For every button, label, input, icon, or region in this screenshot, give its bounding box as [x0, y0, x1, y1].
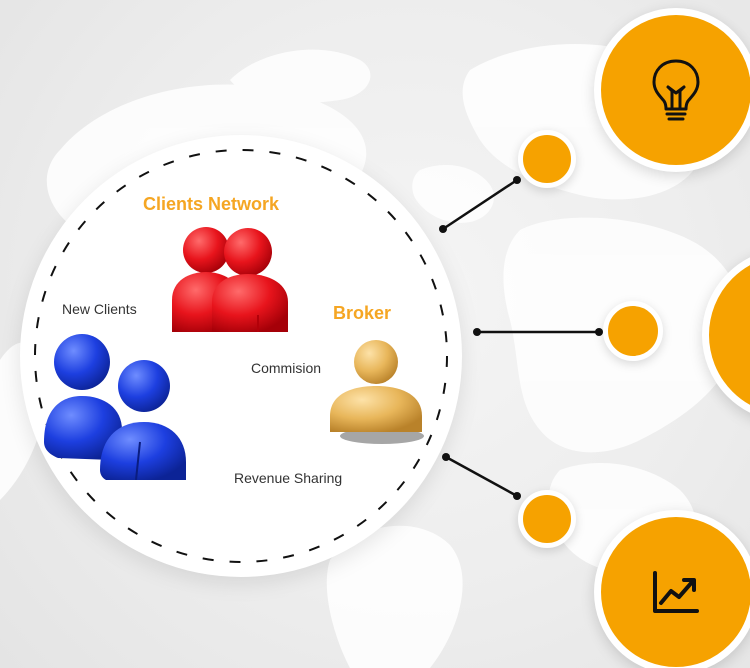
broker-icon: [330, 340, 424, 444]
connector-node-bottom: [518, 490, 576, 548]
revenue-sharing-label: Revenue Sharing: [234, 470, 343, 486]
connector-node-middle: [603, 301, 663, 361]
clients-network-icon: [172, 227, 288, 332]
commission-label: Commision: [251, 360, 322, 376]
connector-node-top: [518, 130, 576, 188]
new-clients-label: New Clients: [62, 301, 137, 317]
broker-label: Broker: [333, 303, 392, 323]
dashed-ring: [34, 149, 448, 563]
clients-network-label: Clients Network: [143, 194, 280, 214]
idea-node: [594, 8, 750, 172]
growth-chart-icon: [653, 571, 699, 613]
growth-node: [594, 510, 750, 668]
lightbulb-icon: [652, 59, 700, 121]
new-clients-icon: [44, 334, 186, 480]
